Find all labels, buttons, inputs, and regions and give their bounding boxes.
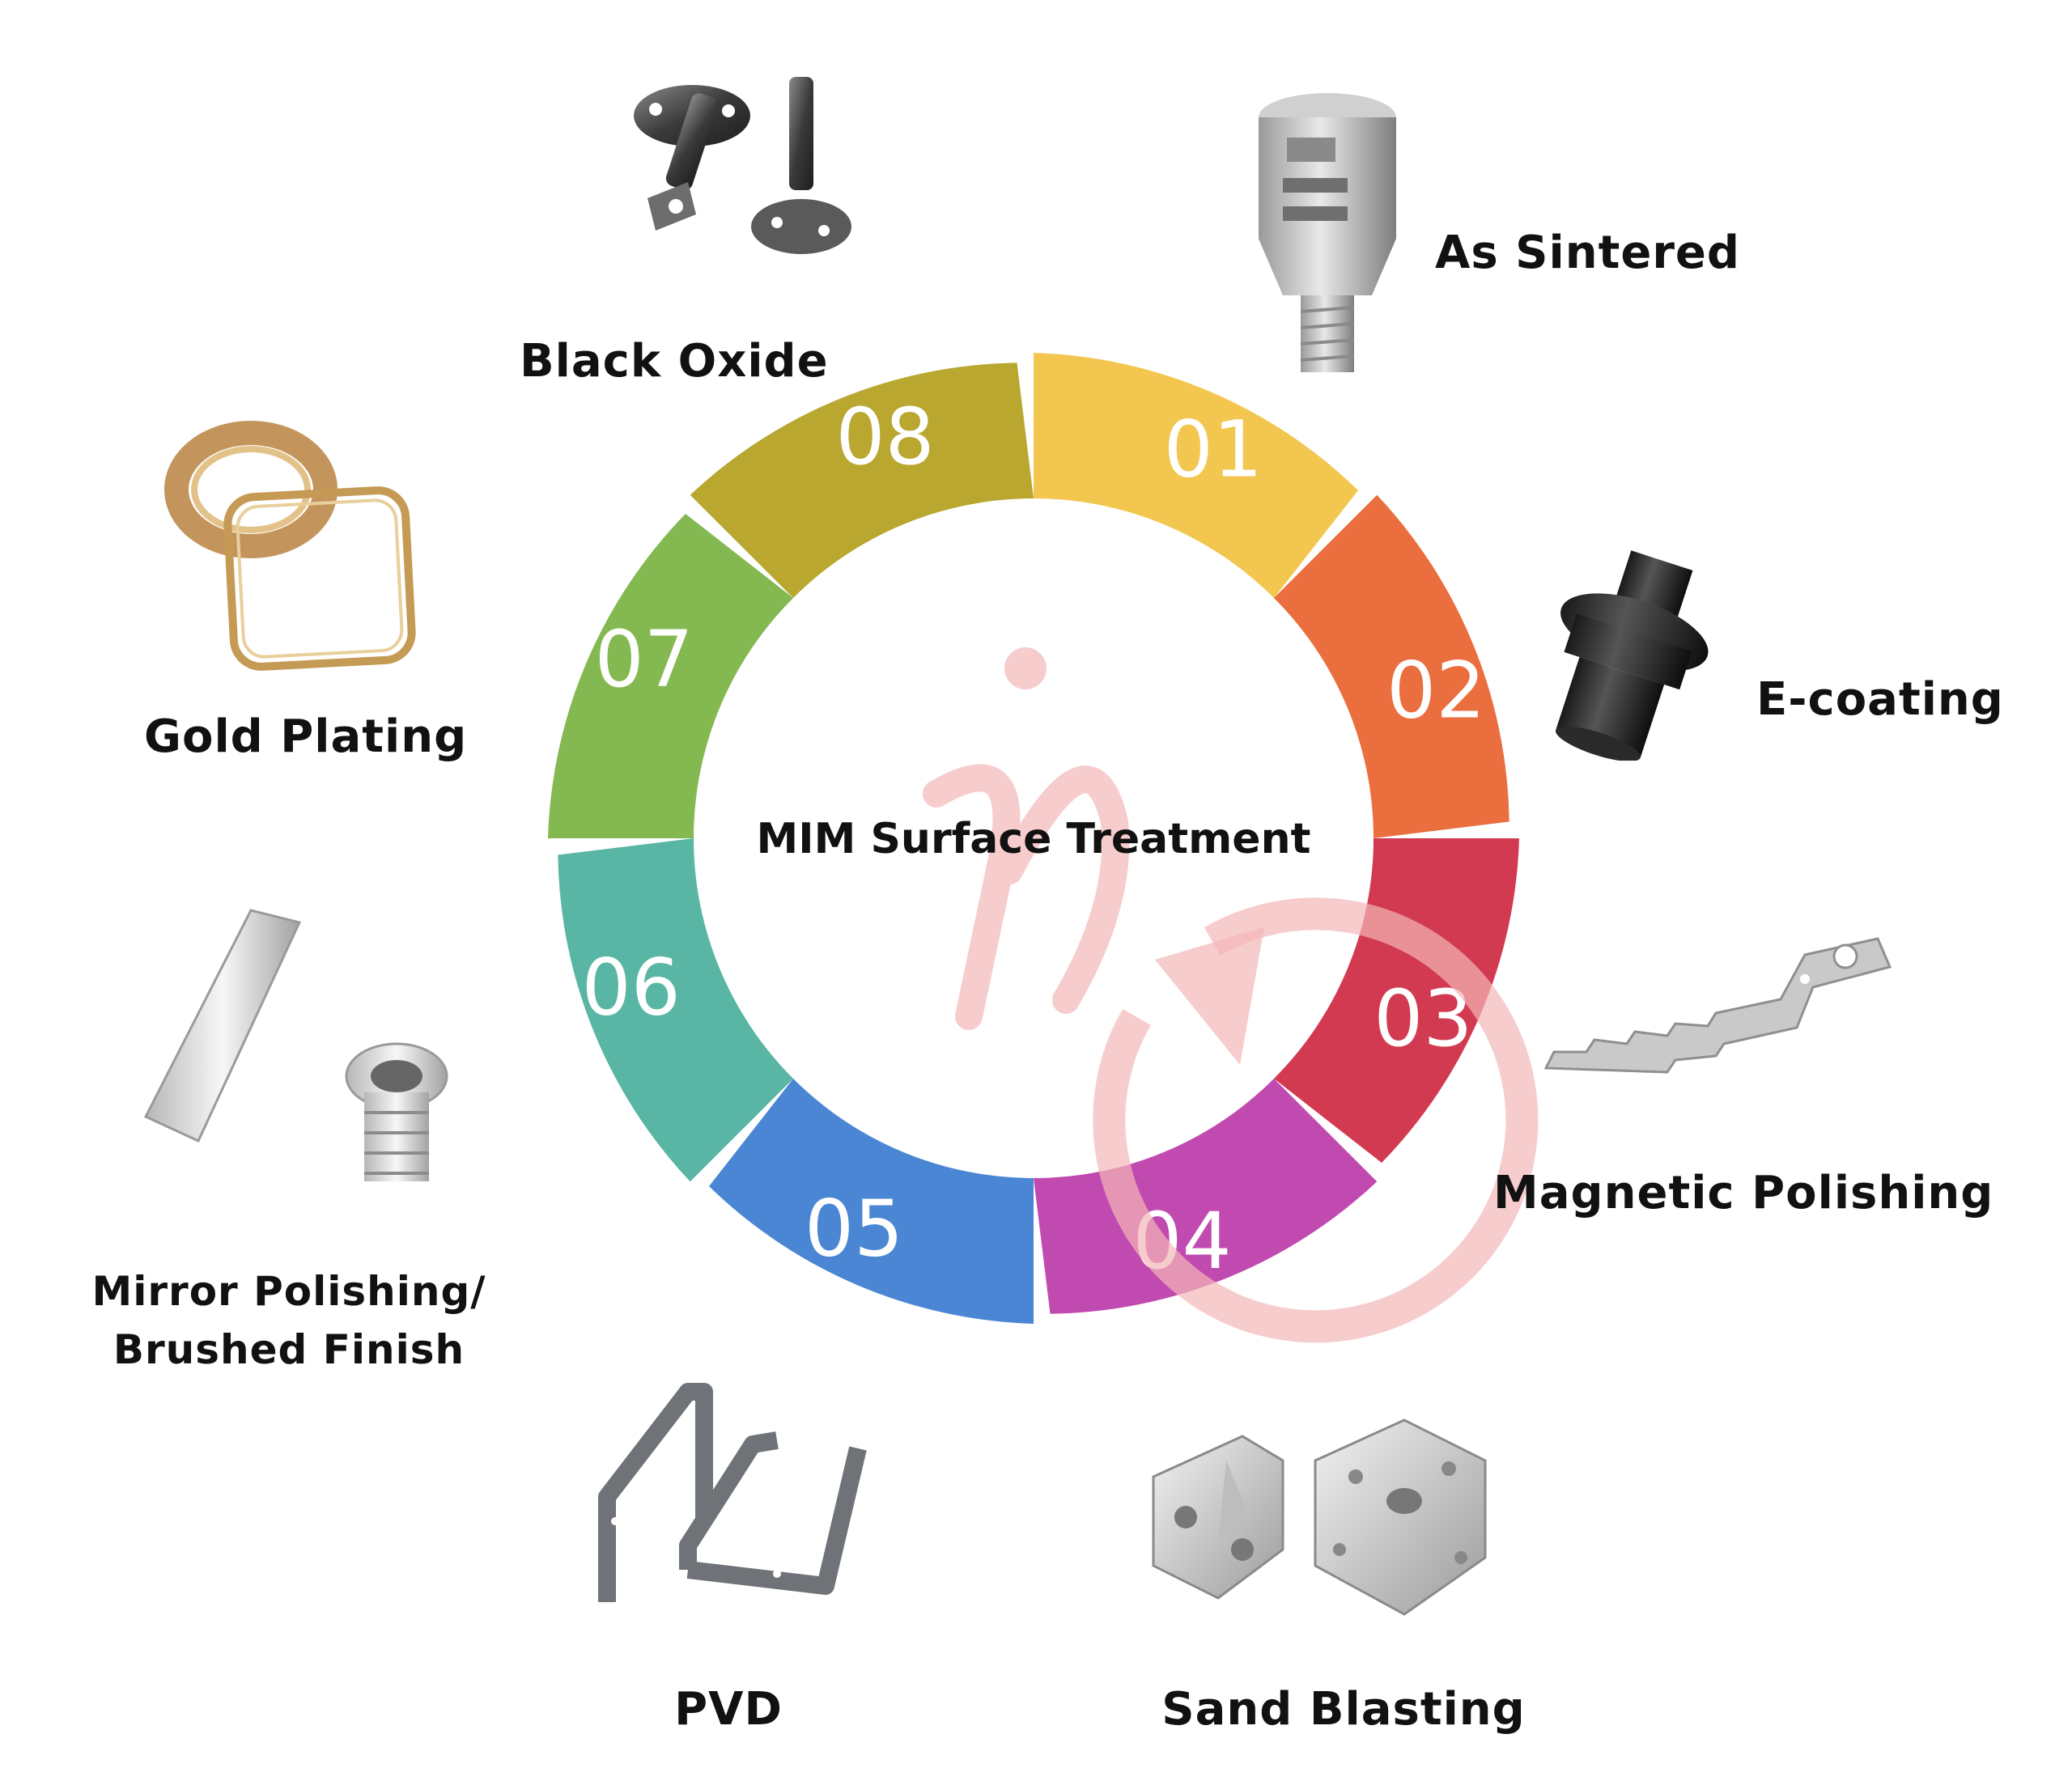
label-pvd: PVD — [674, 1683, 783, 1736]
wheel-segment-08 — [690, 363, 1034, 599]
wheel-segment-03 — [1273, 838, 1519, 1164]
segment-number-06: 06 — [582, 942, 681, 1032]
label-magnetic-polishing: Magnetic Polishing — [1493, 1167, 1994, 1219]
wheel-segment-07 — [548, 513, 794, 838]
segment-number-01: 01 — [1164, 405, 1263, 495]
label-gold-plating: Gold Plating — [144, 710, 468, 763]
gold-ring-icon — [164, 421, 416, 671]
sintered-part-icon — [1259, 93, 1396, 372]
polished-part-icon — [143, 909, 448, 1181]
label-black-oxide: Black Oxide — [520, 335, 829, 388]
block-part-icon — [1152, 1418, 1487, 1616]
watermark-ring — [1093, 897, 1539, 1343]
label-sand-blasting: Sand Blasting — [1161, 1683, 1526, 1736]
label-mirror-polishing: Mirror Polishing/ Brushed Finish — [91, 1268, 486, 1373]
wheel-segment-06 — [558, 838, 794, 1182]
wheel-segment-04 — [1034, 1078, 1378, 1314]
wheel-segment-05 — [708, 1078, 1034, 1324]
wheel-segment-01 — [1034, 353, 1359, 599]
watermark-dot — [1004, 647, 1047, 689]
bracket-part-icon — [598, 1383, 867, 1602]
black-oxide-part-icon — [634, 77, 851, 254]
segment-number-07: 07 — [595, 614, 694, 705]
label-as-sintered: As Sintered — [1435, 227, 1740, 279]
label-e-coating: E-coating — [1756, 673, 2004, 726]
watermark-arrow — [1155, 927, 1264, 1065]
e-coated-part-icon — [1555, 550, 1709, 761]
watermark-letter — [923, 764, 1130, 1030]
diagram-title: MIM Surface Treatment — [757, 815, 1311, 863]
key-part-icon — [1543, 937, 1892, 1074]
segment-number-02: 02 — [1386, 646, 1485, 736]
segment-number-08: 08 — [835, 392, 934, 482]
segment-number-05: 05 — [805, 1183, 903, 1274]
wheel-segment-02 — [1273, 494, 1509, 838]
